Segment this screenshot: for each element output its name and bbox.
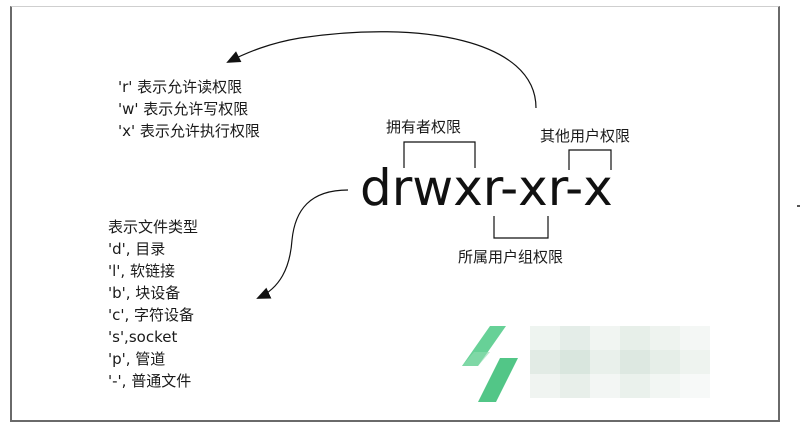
type-legend-p: 'p', 管道 bbox=[108, 350, 166, 368]
watermark-mosaic bbox=[530, 326, 710, 398]
other-bracket bbox=[568, 149, 612, 170]
permission-string: drwxr-xr-x bbox=[360, 159, 613, 217]
arrow-to-type-legend bbox=[256, 189, 349, 299]
type-legend-c: 'c', 字符设备 bbox=[108, 306, 195, 324]
rwx-legend-w: 'w' 表示允许写权限 bbox=[118, 100, 249, 118]
rwx-legend-x: 'x' 表示允许执行权限 bbox=[118, 122, 260, 140]
other-users-label: 其他用户权限 bbox=[540, 127, 631, 145]
type-legend-title: 表示文件类型 bbox=[108, 218, 199, 236]
owner-bracket bbox=[403, 141, 476, 168]
type-legend-b: 'b', 块设备 bbox=[108, 284, 181, 302]
stray-mark bbox=[797, 205, 800, 207]
owner-label: 拥有者权限 bbox=[386, 118, 462, 136]
type-legend: 表示文件类型 'd', 目录 'l', 软链接 'b', 块设备 'c', 字符… bbox=[108, 216, 198, 392]
group-label: 所属用户组权限 bbox=[458, 248, 564, 266]
type-legend-d: 'd', 目录 bbox=[108, 240, 166, 258]
rwx-legend: 'r' 表示允许读权限 'w' 表示允许写权限 'x' 表示允许执行权限 bbox=[118, 76, 260, 142]
type-legend-dash: '-', 普通文件 bbox=[108, 372, 192, 390]
group-bracket bbox=[493, 216, 549, 239]
type-legend-s: 's',socket bbox=[108, 328, 178, 346]
watermark-logo-icon bbox=[462, 326, 518, 402]
diagram-frame bbox=[10, 6, 780, 422]
arrow-to-rwx-legend bbox=[226, 31, 537, 109]
type-legend-l: 'l', 软链接 bbox=[108, 262, 175, 280]
rwx-legend-r: 'r' 表示允许读权限 bbox=[118, 78, 243, 96]
